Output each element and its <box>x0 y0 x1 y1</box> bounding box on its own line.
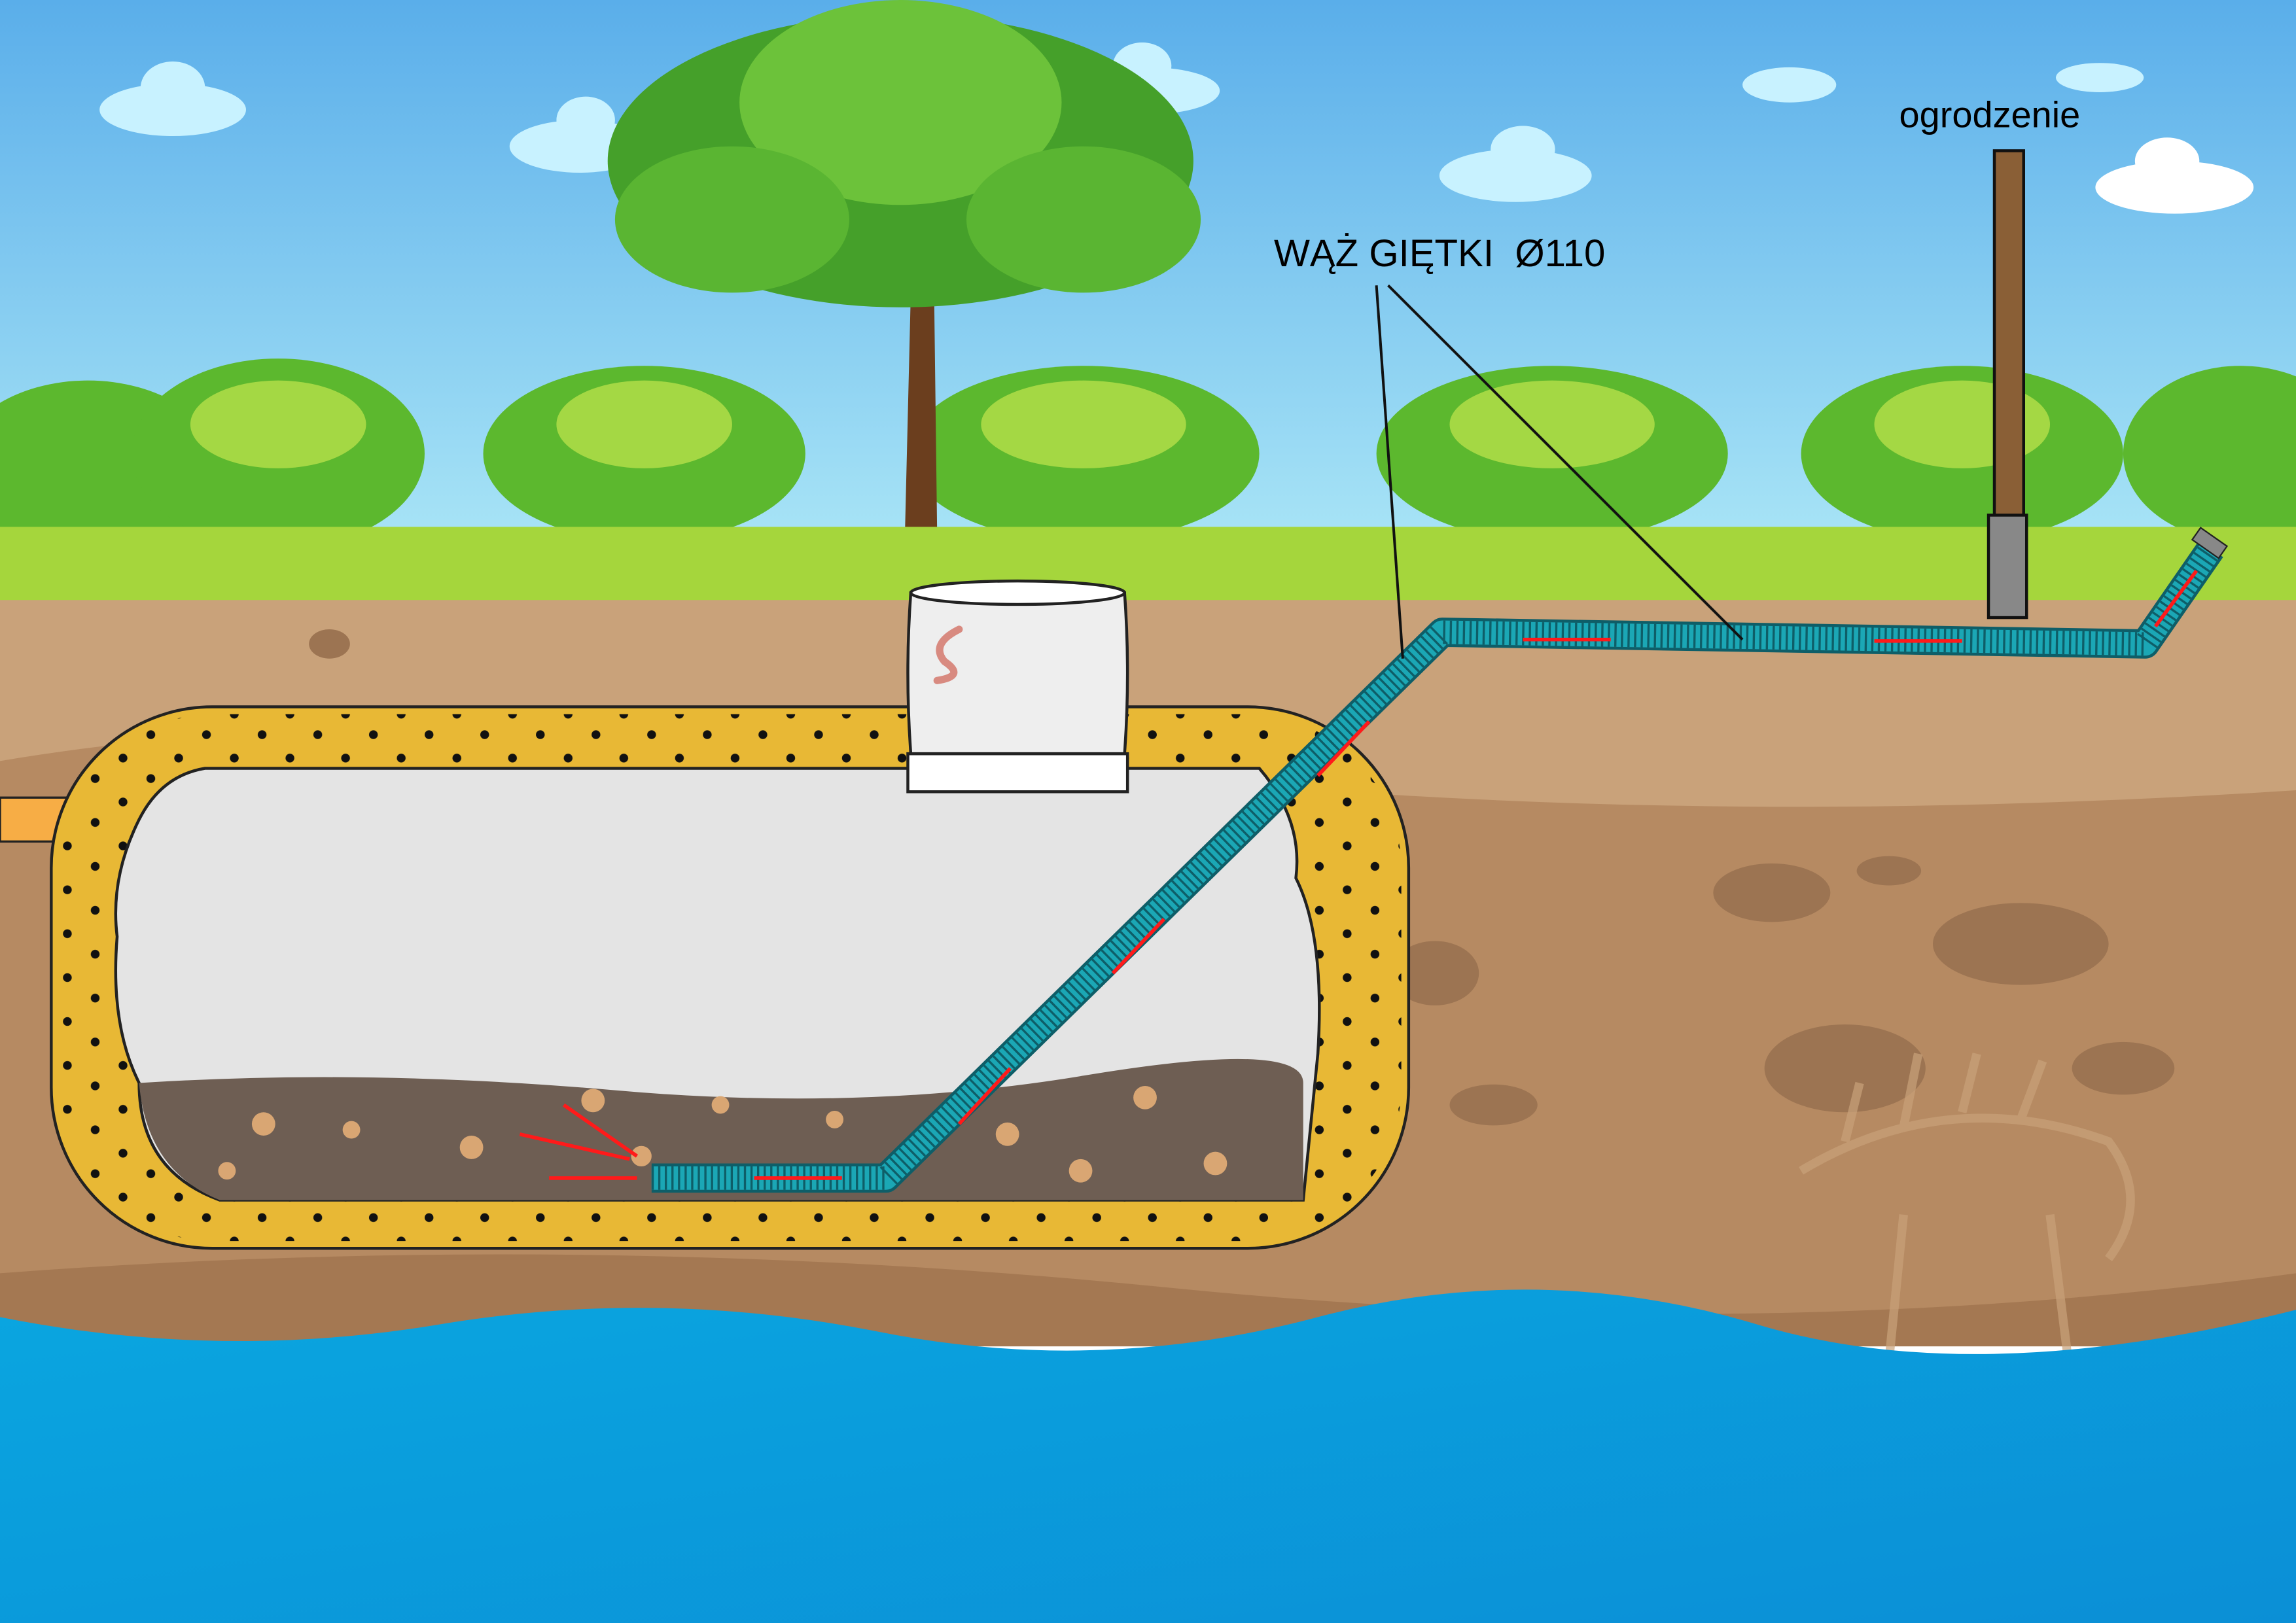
leader-lines <box>1375 284 1744 659</box>
fossil <box>1799 1053 2135 1450</box>
grass <box>0 527 2296 603</box>
worm-icon <box>933 625 963 684</box>
groundwater <box>0 1289 2296 1623</box>
flow-arrows <box>519 569 2199 1180</box>
bush-highlights <box>190 380 2051 468</box>
hose-end-cap <box>2191 527 2229 559</box>
sludge-layer <box>139 1058 1303 1200</box>
tree <box>607 0 1201 534</box>
fence-label: ogrodzenie <box>1899 94 2081 135</box>
hose-label: WĄŻ GIĘTKI Ø110 <box>1274 232 1605 275</box>
fence-post <box>1987 149 2028 620</box>
stones <box>309 629 2175 1126</box>
bacteria <box>218 1085 1227 1183</box>
manhole-riser <box>906 579 1129 794</box>
